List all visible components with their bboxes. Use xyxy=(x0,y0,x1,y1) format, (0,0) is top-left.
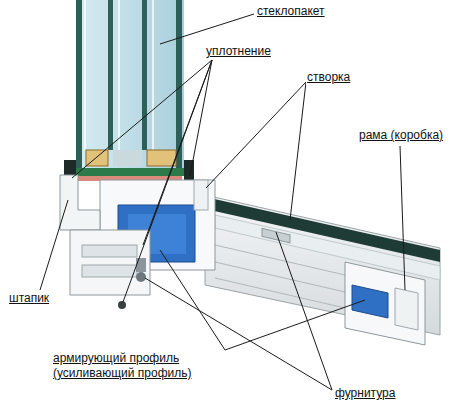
part-label: армирующий профиль (усиливающий профиль) xyxy=(52,351,204,381)
part-label: стеклопакет xyxy=(256,4,326,19)
part-label: штапик xyxy=(8,291,50,306)
part-label: фурнитура xyxy=(334,386,396,401)
part-label: рама (коробка) xyxy=(358,128,444,143)
part-label: уплотнение xyxy=(205,44,272,59)
part-label: створка xyxy=(306,70,351,85)
